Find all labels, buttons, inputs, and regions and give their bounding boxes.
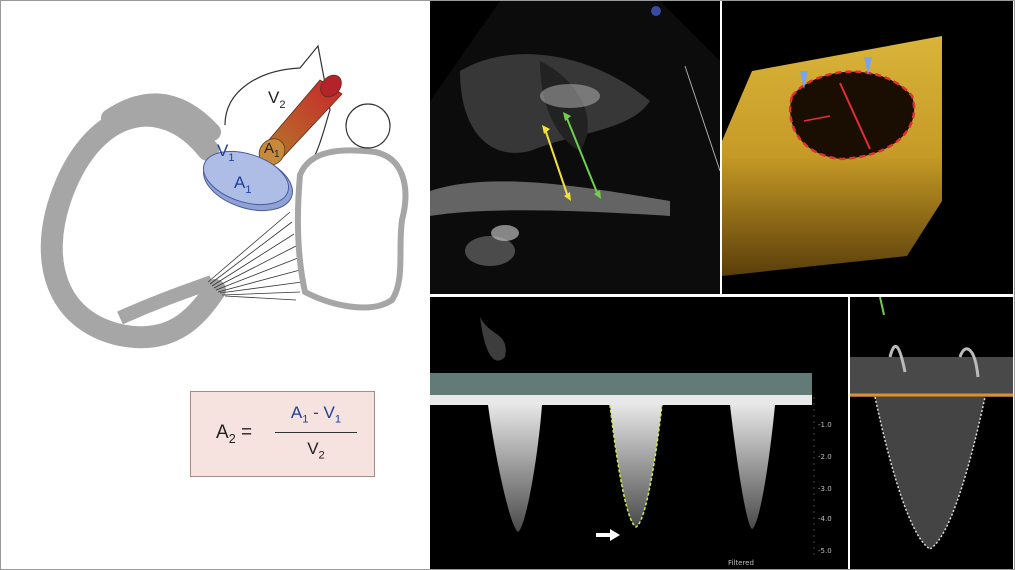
echo-2d-panel	[430, 1, 720, 294]
echo-2d-image	[430, 1, 720, 294]
envelope-3	[730, 405, 775, 529]
scale-tick-1: -1.0	[818, 421, 832, 429]
envelope-1	[488, 405, 542, 532]
formula-denominator: V2	[275, 439, 357, 461]
scale-tick-3: -3.0	[818, 485, 832, 493]
formula-box: A2 = A1 - V1 V2	[190, 391, 375, 477]
scale-tick-4: -4.0	[818, 515, 832, 523]
scale-tick-2: -2.0	[818, 453, 832, 461]
filter-label: Filtered	[728, 559, 754, 567]
formula-numerator: A1 - V1	[275, 403, 357, 425]
scale-tick-5: -5.0	[818, 547, 832, 555]
lv-myocardium	[52, 116, 215, 338]
pisa-envelope	[875, 397, 985, 549]
cw-doppler-spectrum	[430, 297, 848, 569]
aortic-valve-circle	[346, 104, 390, 148]
fraction-bar	[275, 432, 357, 433]
cw-doppler-panel: -1.0 -2.0 -3.0 -4.0 -5.0 Filtered	[430, 297, 848, 569]
pisa-doppler-panel	[850, 297, 1013, 569]
peak-arrow	[596, 529, 620, 541]
echo-3d-panel	[722, 1, 1013, 294]
right-heart-outline	[298, 150, 405, 307]
pisa-doppler-spectrum	[850, 297, 1013, 569]
heart-schematic: V2 A1 V1 A1	[0, 0, 428, 390]
echo-3d-image	[722, 1, 1013, 294]
formula-lhs: A2 =	[216, 422, 252, 446]
